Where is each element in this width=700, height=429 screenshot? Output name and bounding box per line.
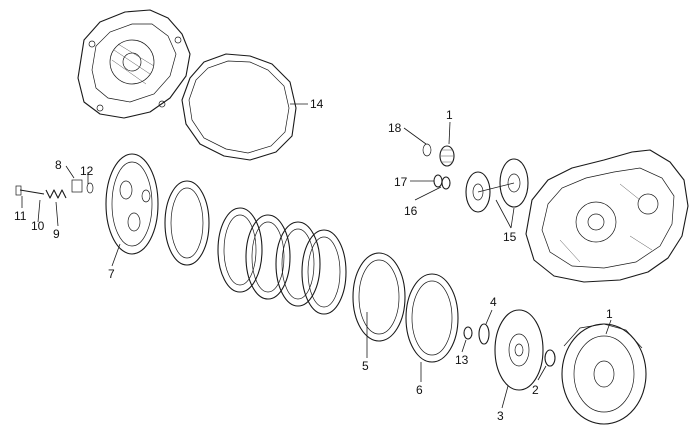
callout-3: 3 [497, 409, 504, 423]
primary-pinion-gear [422, 143, 455, 167]
callout-10: 10 [31, 219, 45, 233]
thrust-washers [433, 174, 451, 190]
clutch-plate-6 [405, 273, 459, 363]
callout-labels: 14 18 1 8 12 17 16 15 11 10 9 7 5 6 4 13… [14, 97, 613, 423]
callout-18: 18 [388, 121, 402, 135]
hub-washers [463, 323, 490, 345]
callout-8: 8 [55, 158, 62, 172]
clutch-hub [494, 309, 544, 391]
spring-bolt-set [15, 179, 94, 199]
clutch-disc-pack [164, 180, 406, 342]
callout-6: 6 [416, 383, 423, 397]
intermediate-gears [465, 158, 529, 213]
callout-11: 11 [14, 209, 27, 223]
callout-14: 14 [310, 97, 324, 111]
callout-5: 5 [362, 359, 369, 373]
callout-16: 16 [404, 204, 418, 218]
pressure-plate [105, 153, 159, 255]
crankcase-half [525, 149, 689, 283]
cover-gasket [181, 53, 297, 161]
callout-9: 9 [53, 227, 60, 241]
basket-washer [544, 349, 556, 367]
callout-17: 17 [394, 175, 408, 189]
callout-13: 13 [455, 353, 469, 367]
callout-12: 12 [80, 164, 94, 178]
callout-1-pinion: 1 [446, 108, 453, 122]
leader-lines [21, 103, 612, 409]
callout-2: 2 [532, 383, 539, 397]
clutch-cover [77, 9, 191, 119]
callout-15: 15 [503, 230, 517, 244]
callout-1-basket: 1 [606, 307, 613, 321]
callout-7: 7 [108, 267, 115, 281]
clutch-basket [561, 323, 647, 425]
callout-4: 4 [490, 295, 497, 309]
